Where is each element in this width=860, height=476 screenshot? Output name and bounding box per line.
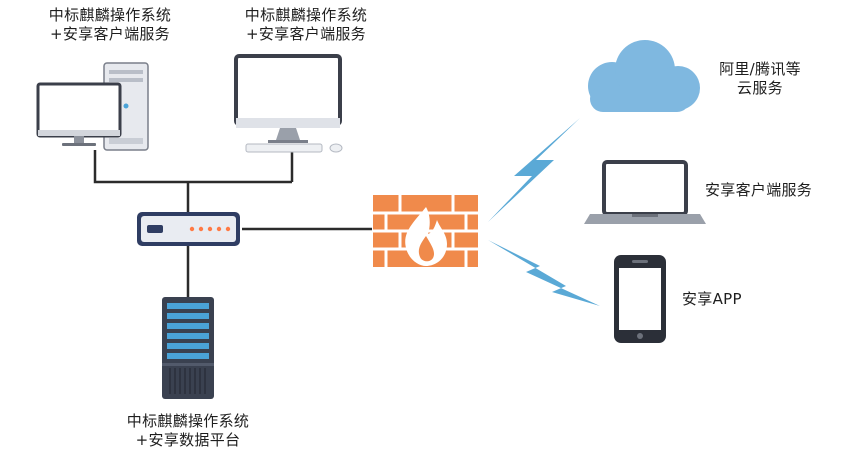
firewall-icon xyxy=(373,195,478,267)
link-left-desktop-to-bus xyxy=(93,150,292,184)
server-rack-icon xyxy=(162,297,214,399)
desktop-left-label-line1: 中标麒麟操作系统 xyxy=(48,6,172,24)
phone-label: 安享APP xyxy=(682,290,742,308)
desktop-right-label: 中标麒麟操作系统 +安享客户端服务 xyxy=(226,6,386,44)
lightning-icon xyxy=(488,118,600,306)
server-label: 中标麒麟操作系统 +安享数据平台 xyxy=(108,412,268,450)
connection-lines xyxy=(93,150,372,298)
cloud-icon xyxy=(588,40,700,112)
laptop-label: 安享客户端服务 xyxy=(705,181,813,199)
lightning-bolt-to-cloud xyxy=(488,118,580,222)
desktop-right-label-line1: 中标麒麟操作系统 xyxy=(244,6,368,24)
cloud-label-line1: 阿里/腾讯等 xyxy=(719,60,801,78)
desktop-left-label-line2: +安享客户端服务 xyxy=(50,25,170,43)
lightning-bolt-to-phone xyxy=(488,240,600,306)
server-label-line1: 中标麒麟操作系统 xyxy=(126,412,250,430)
cloud-label-line2: 云服务 xyxy=(737,79,783,97)
cloud-label: 阿里/腾讯等 云服务 xyxy=(700,60,820,98)
desktop-right-label-line2: +安享客户端服务 xyxy=(246,25,366,43)
router-icon xyxy=(137,212,240,246)
desktop-left-label: 中标麒麟操作系统 +安享客户端服务 xyxy=(30,6,190,44)
server-label-line2: +安享数据平台 xyxy=(135,431,241,449)
smartphone-icon xyxy=(614,255,666,343)
all-in-one-monitor-icon xyxy=(234,54,343,153)
laptop-icon xyxy=(584,160,706,224)
desktop-tower-icon xyxy=(36,62,149,151)
